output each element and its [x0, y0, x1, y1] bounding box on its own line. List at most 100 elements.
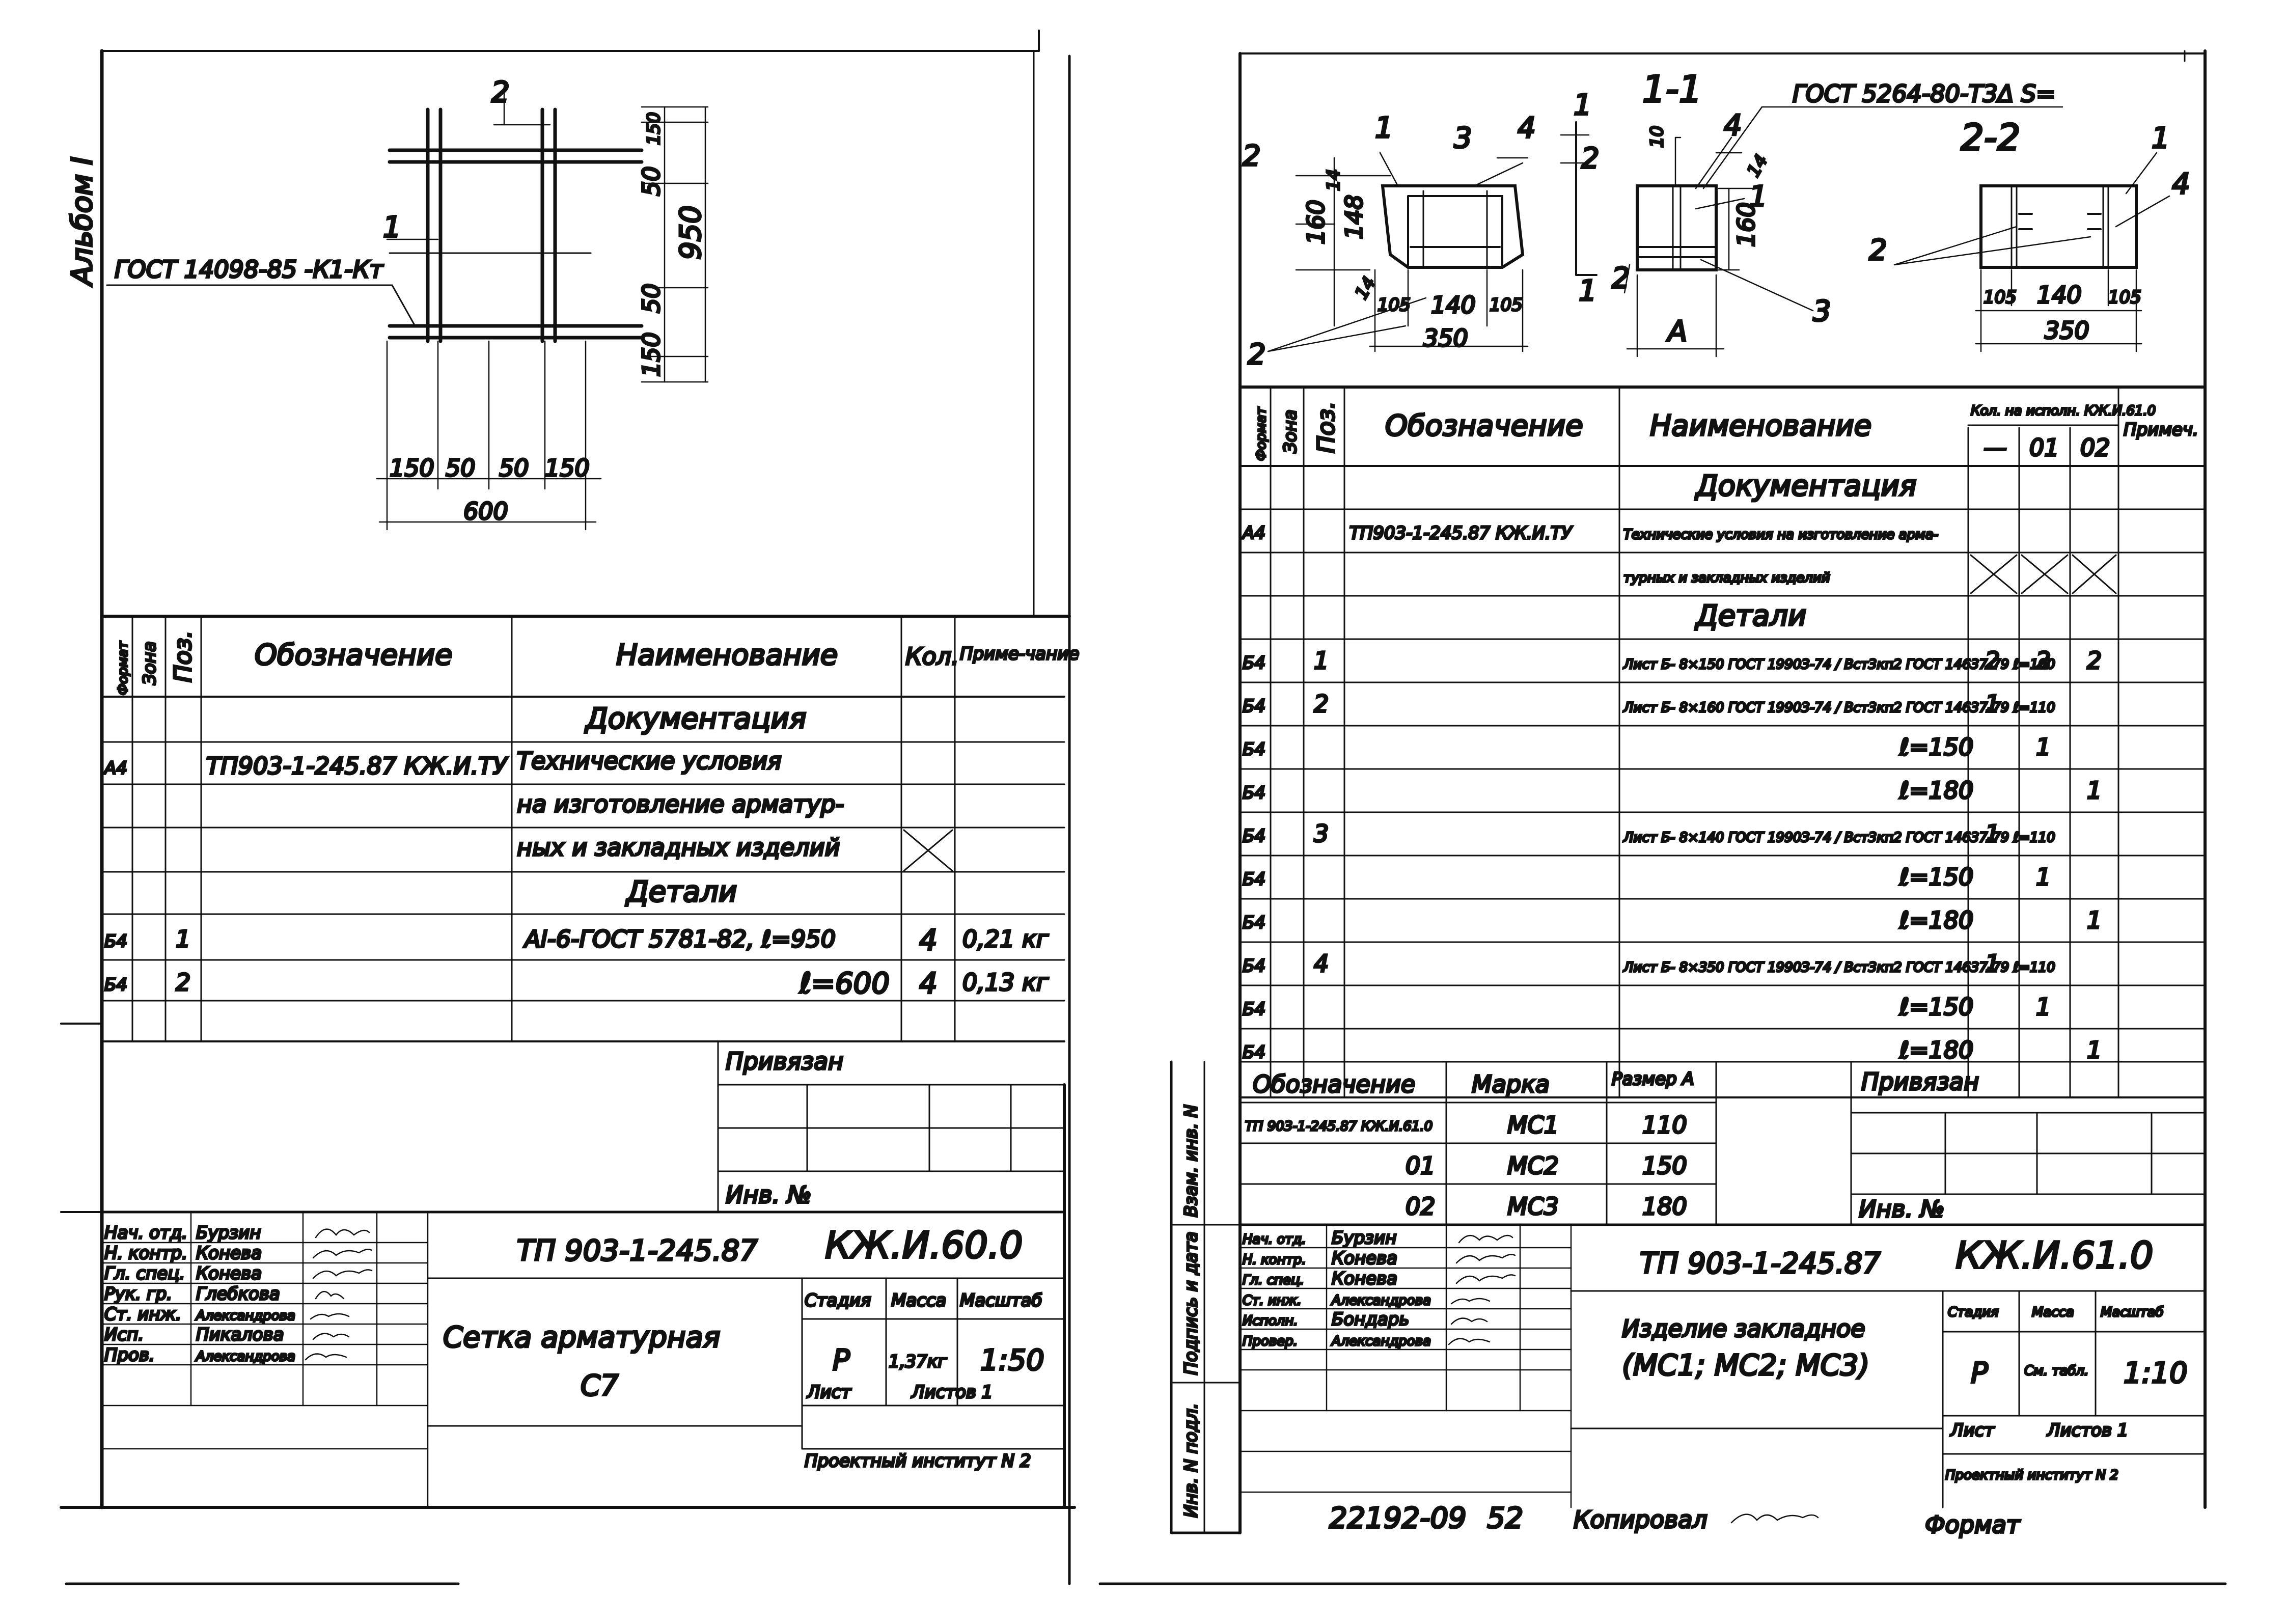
copied-label: Копировал — [1574, 1506, 1707, 1533]
dim-50-right: 50 — [499, 454, 529, 482]
dim-150-left: 150 — [390, 454, 434, 482]
spec-cell-name: ℓ=180 — [1899, 777, 1973, 804]
spec-section-title: Детали — [1694, 599, 1806, 632]
document-code: КЖ.И.60.0 — [825, 1224, 1023, 1267]
marks-size: 150 — [1642, 1152, 1687, 1179]
pos-label-2: 2 — [491, 76, 510, 109]
spec-cell-qty: 4 — [919, 924, 938, 957]
mass-label: Масса — [891, 1290, 946, 1311]
staff-name: Конева — [196, 1243, 262, 1263]
album-label: Альбом I — [66, 157, 99, 287]
privyazan-label: Привязан — [726, 1048, 843, 1075]
staff-role: Гл. спец. — [104, 1263, 185, 1284]
spec-cell-pos: 3 — [1314, 820, 1329, 847]
scale-label: Масштаб — [960, 1290, 1042, 1311]
spec-cell-pos: 2 — [176, 969, 190, 996]
staff-role: Н. контр. — [1243, 1252, 1306, 1268]
signature-marks — [305, 1228, 373, 1361]
dim-350: 350 — [1423, 324, 1468, 352]
staff-name: Бурзин — [1332, 1228, 1396, 1248]
spec-header-col-dash: — — [1984, 434, 2007, 461]
staff-name: Пикалова — [196, 1325, 284, 1345]
dim-160: 160 — [1302, 200, 1330, 244]
institute-name: Проектный институт N 2 — [805, 1451, 1031, 1471]
spec-cell-format: Б4 — [1243, 1042, 1265, 1063]
drawing-subtitle: С7 — [581, 1369, 619, 1402]
part-label-4: 4 — [1518, 112, 1536, 145]
spec-cell-format: Б4 — [1243, 913, 1265, 933]
spec-header-format: Формат — [1254, 407, 1269, 461]
marks-mark: МС3 — [1507, 1193, 1559, 1220]
spec-cell-format: Б4 — [104, 975, 127, 995]
staff-role: Рук. гр. — [104, 1284, 172, 1304]
spec-cell-format: Б4 — [1243, 999, 1265, 1020]
mass-label: Масса — [2032, 1305, 2074, 1320]
cut-label-1: 1 — [1574, 89, 1592, 122]
spec-cell-name: Технические условия на изготовление арма… — [1623, 527, 1938, 542]
staff-name: Александрова — [1331, 1293, 1431, 1308]
side-label-inv-repl: Взам. инв. N — [1181, 1105, 1201, 1217]
spec-cell-format: Б4 — [1243, 869, 1265, 890]
footer-code: 22192-09 — [1329, 1502, 1467, 1535]
stage-value: Р — [833, 1344, 850, 1377]
spec-header-zone: Зона — [1280, 409, 1301, 453]
spec-cell-qty-01: 2 — [2036, 647, 2051, 674]
spec-cell-format: А4 — [1242, 523, 1265, 543]
dim-14-mid: 14 — [1743, 151, 1772, 180]
spec-cell-name: Технические условия — [517, 747, 782, 775]
spec-cell-qty-02: 1 — [2087, 1036, 2102, 1064]
dim-160-mid: 160 — [1732, 202, 1760, 247]
part-label-2-mid: 2 — [1612, 262, 1630, 295]
part-label-1: 1 — [1375, 112, 1393, 145]
sheets-count: Листов 1 — [2046, 1420, 2128, 1441]
stage-label: Стадия — [1948, 1305, 1999, 1320]
spec-cell-format: Б4 — [1243, 739, 1265, 760]
part-section-middle — [1623, 136, 1814, 357]
privyazan-label: Привязан — [1861, 1068, 1979, 1095]
marks-size: 180 — [1642, 1193, 1687, 1220]
spec-header-qty: Кол. — [905, 643, 959, 670]
spec-cell-qty-base: 1 — [1985, 950, 2000, 977]
spec-cell-qty-02: 2 — [2087, 647, 2102, 674]
dim-150-bottom: 150 — [638, 332, 665, 377]
staff-name: Бурзин — [196, 1223, 261, 1243]
format-label: Формат — [1925, 1511, 2021, 1538]
spec-header-designation: Обозначение — [1385, 409, 1583, 443]
spec-header-name: Наименование — [616, 639, 838, 672]
part-label-3-mid: 3 — [1813, 295, 1831, 328]
spec-cell-name: ℓ=150 — [1899, 993, 1973, 1021]
dim-50-left: 50 — [446, 454, 476, 482]
spec-cell-format: А4 — [103, 758, 127, 779]
spec-cell-qty-base: 2 — [1985, 647, 2000, 674]
marks-header-mark: Марка — [1472, 1070, 1550, 1098]
dim-105-left-2: 105 — [1984, 287, 2017, 308]
staff-role: Провер. — [1243, 1334, 1298, 1349]
dim-50-top: 50 — [638, 166, 665, 196]
spec-cell-pos: 2 — [1314, 690, 1329, 718]
spec-header-note: Примеч. — [2124, 420, 2198, 440]
marks-mark: МС2 — [1507, 1152, 1559, 1179]
spec-cell-note: 0,21 кг — [962, 925, 1049, 953]
dim-50-bottom: 50 — [638, 283, 665, 313]
spec-cell-name: ℓ=150 — [1899, 863, 1973, 891]
spec-cell-name: турных и закладных изделий — [1623, 570, 1830, 586]
spec-header-col-02: 02 — [2080, 434, 2110, 461]
spec-cell-note: 0,13 кг — [962, 969, 1049, 996]
spec-cell-qty-base: 1 — [1985, 690, 2000, 718]
part-label-1-mid: 1 — [1749, 180, 1768, 213]
cut-label-1-lower: 1 — [1579, 274, 1597, 308]
spec-cell-qty-02: 1 — [2087, 777, 2102, 804]
spec-cell-name: ℓ=180 — [1899, 906, 1973, 934]
scale-value: 1:10 — [2124, 1357, 2188, 1390]
part-label-1-right: 1 — [2152, 122, 2170, 155]
part-section-left — [1267, 121, 1598, 352]
spec-cell-pos: 1 — [1314, 647, 1329, 674]
staff-name: Конева — [1332, 1248, 1397, 1269]
drawing-title: Сетка арматурная — [443, 1321, 720, 1354]
spec-cell-format: Б4 — [104, 931, 127, 952]
part-section-right — [1893, 152, 2170, 352]
part-label-2-lower: 2 — [1248, 338, 1266, 371]
marks-header-designation: Обозначение — [1253, 1070, 1415, 1098]
